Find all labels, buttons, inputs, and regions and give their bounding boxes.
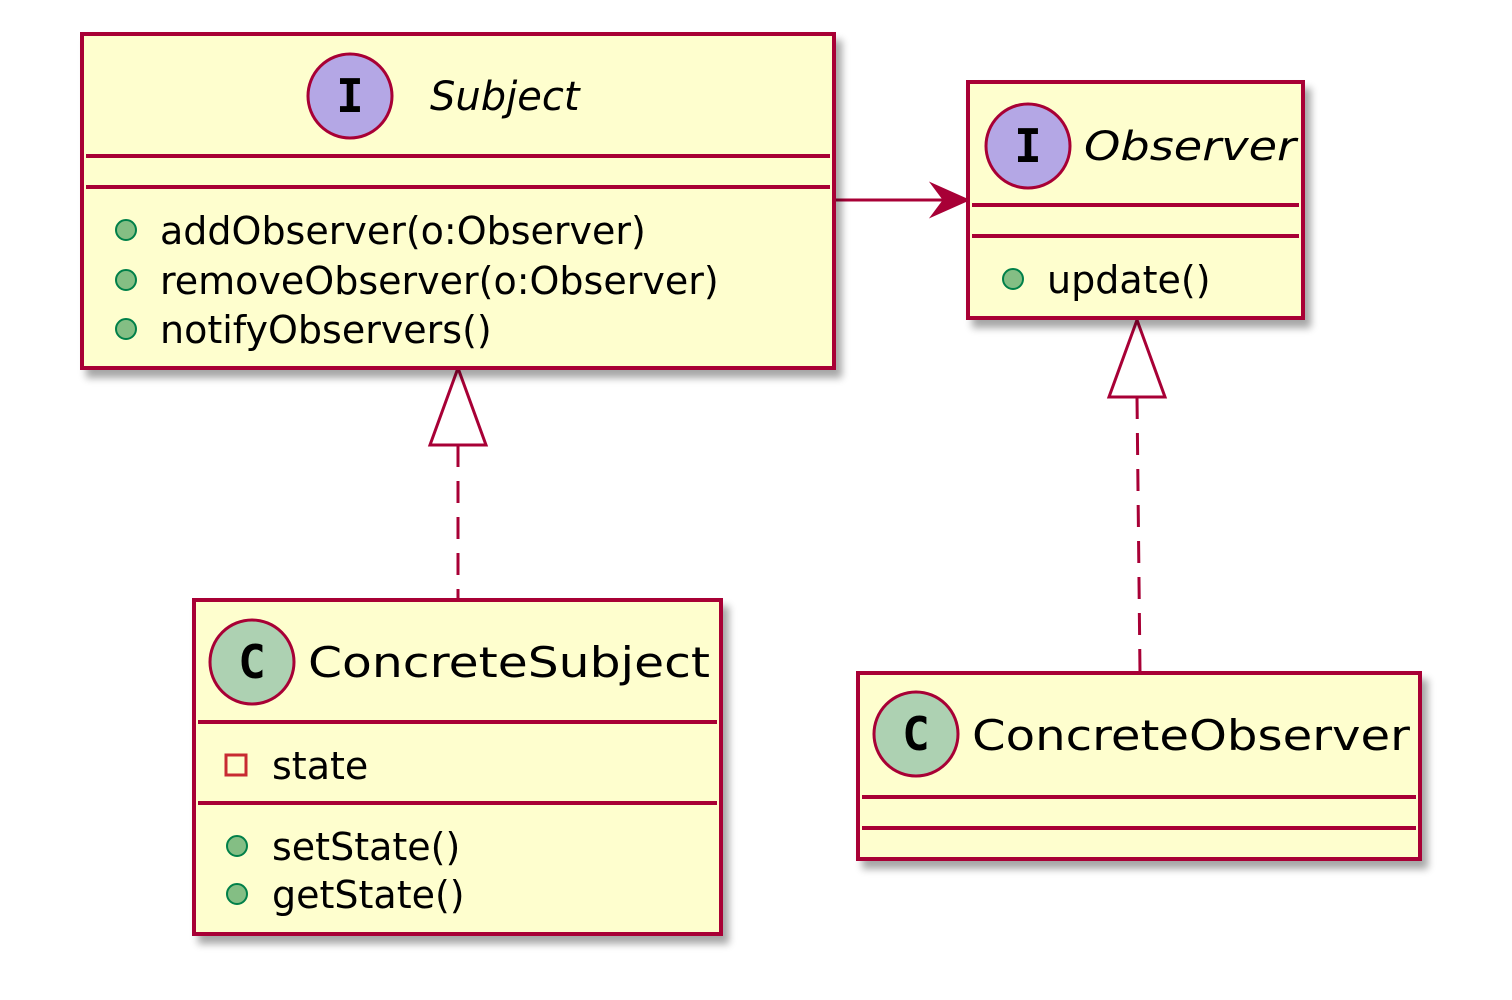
association-arrowhead (928, 181, 971, 219)
subject-method-removeobserver: removeObserver(o:Observer) (160, 259, 719, 303)
concretesubject-box (192, 598, 723, 936)
private-field-icon (224, 753, 248, 777)
observer-method-update: update() (1047, 258, 1211, 302)
interface-badge-letter: I (336, 69, 364, 123)
class-badge-letter: C (238, 635, 266, 689)
public-method-icon (115, 219, 137, 241)
subject-method-addobserver: addObserver(o:Observer) (160, 209, 646, 253)
realization-triangle (427, 363, 489, 447)
interface-badge-letter: I (1014, 119, 1042, 173)
public-method-icon (226, 883, 248, 905)
public-method-icon (1002, 268, 1024, 290)
concretesubject-method-getstate: getState() (272, 873, 465, 917)
observer-title: Observer (1084, 124, 1299, 170)
class-badge-icon (872, 690, 960, 778)
public-method-icon (115, 269, 137, 291)
realization-concretesubject-subject (427, 363, 489, 598)
class-badge-letter: C (902, 707, 930, 761)
observer-interface[interactable]: I Observer update() (966, 80, 1305, 320)
public-method-icon (226, 835, 248, 857)
interface-badge-icon (306, 52, 394, 140)
subject-title: Subject (430, 74, 581, 120)
public-method-icon (115, 318, 137, 340)
concretesubject-method-setstate: setState() (272, 825, 460, 869)
concreteobserver-title: ConcreteObserver (972, 711, 1411, 760)
subject-method-notifyobservers: notifyObservers() (160, 308, 492, 352)
class-badge-icon (208, 618, 296, 706)
concretesubject-field-state: state (272, 744, 368, 788)
concretesubject-title: ConcreteSubject (308, 638, 710, 687)
association-subject-observer (836, 181, 971, 219)
realization-triangle (1106, 315, 1168, 399)
subject-box (80, 32, 836, 370)
concreteobserver-class[interactable]: C ConcreteObserver (856, 671, 1422, 861)
realization-line (1135, 396, 1142, 673)
subject-interface[interactable]: I Subject addObserver(o:Observer) remove… (80, 32, 836, 370)
concretesubject-class[interactable]: C ConcreteSubject state setState() getSt… (192, 598, 723, 936)
interface-badge-icon (984, 102, 1072, 190)
realization-concreteobserver-observer (1106, 315, 1168, 673)
